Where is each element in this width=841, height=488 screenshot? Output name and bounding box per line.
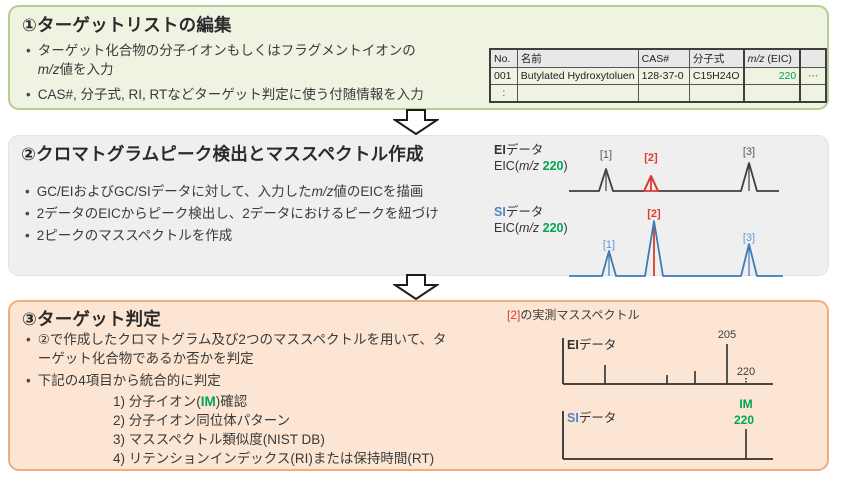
si-chromatogram: [1] [2] [3] xyxy=(569,208,783,277)
bullet-marker: • xyxy=(25,184,30,199)
bullet-item: • 2ピークのマススペクトルを作成 xyxy=(25,226,485,245)
cell-cas xyxy=(637,84,690,102)
measured-spectrum-header: [2]の実測マススペクトル xyxy=(507,308,640,322)
peak-label: [1] xyxy=(603,239,615,251)
ei-chromatogram: [1] [2] [3] xyxy=(569,146,779,192)
cell-name xyxy=(516,84,639,102)
down-arrow-icon xyxy=(393,274,439,300)
step1-box: ①ターゲットリストの編集 • ターゲット化合物の分子イオンもしくはフラグメントイ… xyxy=(8,5,829,110)
cell-no: 001 xyxy=(489,67,518,85)
criteria-item: 2) 分子イオン同位体パターン xyxy=(113,413,291,429)
ei-mass-spectrum: 205 220 xyxy=(562,329,773,385)
si-spectrum-label: SIデータ xyxy=(567,411,617,425)
col-header-name: 名前 xyxy=(516,48,639,68)
step3-box: ③ターゲット判定 • ②で作成したクロマトグラム及び2つのマススペクトルを用いて… xyxy=(8,300,829,471)
bullet-item: • 下記の4項目から統合的に判定 xyxy=(26,371,456,390)
bullet-text: CAS#, 分子式, RI, RTなどターゲット判定に使う付随情報を入力 xyxy=(37,87,424,103)
step2-title: ②クロマトグラムピーク検出とマススペクトル作成 xyxy=(21,144,424,164)
step2-bullets: • GC/EIおよびGC/SIデータに対して、入力したm/z値のEICを描画 •… xyxy=(25,182,485,248)
step1-bullets: • ターゲット化合物の分子イオンもしくはフラグメントイオンのm/z値を入力 • … xyxy=(26,41,426,107)
step2-box: ②クロマトグラムピーク検出とマススペクトル作成 • GC/EIおよびGC/SIデ… xyxy=(8,135,829,277)
cell-name: Butylated Hydroxytoluen xyxy=(516,67,639,85)
ei-chromatogram-label: EIデータ EIC(m/z 220) xyxy=(494,142,568,174)
bullet-marker: • xyxy=(25,228,30,244)
col-header-cas: CAS# xyxy=(637,48,690,68)
si-data-label: SIデータ xyxy=(494,205,544,219)
table-row: 001 Butylated Hydroxytoluen 128-37-0 C15… xyxy=(489,67,827,85)
ei-spectrum-label: EIデータ xyxy=(567,338,617,352)
si-eic-label: EIC(m/z 220) xyxy=(494,221,568,235)
cell-cas: 128-37-0 xyxy=(637,67,690,85)
bullet-item: • CAS#, 分子式, RI, RTなどターゲット判定に使う付随情報を入力 xyxy=(26,85,426,104)
peak-label: [3] xyxy=(743,146,755,158)
bullet-marker: • xyxy=(26,87,31,103)
cell-more: ⋯ xyxy=(799,67,827,85)
cell-formula xyxy=(688,84,745,102)
down-arrow-icon xyxy=(393,109,439,135)
target-list-table: No. 名前 CAS# 分子式 m/z (EIC) 001 Butylated … xyxy=(489,48,827,103)
cell-mz xyxy=(742,84,802,102)
bullet-marker: • xyxy=(26,332,31,347)
criteria-item: 1) 分子イオン(IM)確認 xyxy=(113,394,248,410)
bullet-marker: • xyxy=(26,43,31,58)
bullet-marker: • xyxy=(26,373,31,389)
col-header-no: No. xyxy=(489,48,518,68)
ei-highlight-peak xyxy=(643,175,659,192)
peak-label: [2] xyxy=(647,208,661,220)
step1-title: ①ターゲットリストの編集 xyxy=(22,15,232,35)
table-row: : xyxy=(489,84,827,102)
cell-more xyxy=(799,84,827,102)
si-chromatogram-label: SIデータ EIC(m/z 220) xyxy=(494,204,568,236)
ei-eic-label: EIC(m/z 220) xyxy=(494,159,568,173)
bullet-text: ターゲット化合物の分子イオンもしくはフラグメントイオンのm/z値を入力 xyxy=(37,43,416,78)
si-trace xyxy=(569,220,783,277)
criteria-item: 4) リテンションインデックス(RI)または保持時間(RT) xyxy=(113,451,435,467)
table-header-row: No. 名前 CAS# 分子式 m/z (EIC) xyxy=(489,48,827,68)
col-header-extra xyxy=(799,48,827,68)
col-header-mz: m/z (EIC) xyxy=(742,48,802,68)
col-header-formula: 分子式 xyxy=(688,48,745,68)
mz-label-205: 205 xyxy=(718,329,736,341)
ei-data-label: EIデータ xyxy=(494,143,544,157)
bullet-marker: • xyxy=(25,206,30,222)
si-mass-spectrum: IM 220 xyxy=(562,397,773,460)
cell-mz: 220 xyxy=(742,67,802,85)
peak-label: [2] xyxy=(644,152,658,164)
bullet-item: • 2データのEICからピーク検出し、2データにおけるピークを紐づけ xyxy=(25,204,485,223)
mz-label-220: 220 xyxy=(737,366,755,378)
step3-bullets: • ②で作成したクロマトグラム及び2つのマススペクトルを用いて、ターゲット化合物… xyxy=(26,330,456,469)
bullet-item: • ターゲット化合物の分子イオンもしくはフラグメントイオンのm/z値を入力 xyxy=(26,41,426,79)
bullet-text: ②で作成したクロマトグラム及び2つのマススペクトルを用いて、ターゲット化合物であ… xyxy=(37,332,447,367)
im-annotation: IM xyxy=(739,397,752,411)
bullet-text: 2ピークのマススペクトルを作成 xyxy=(36,228,233,244)
peak-label: [3] xyxy=(743,232,755,244)
bullet-text: 2データのEICからピーク検出し、2データにおけるピークを紐づけ xyxy=(36,206,439,222)
bullet-item: • GC/EIおよびGC/SIデータに対して、入力したm/z値のEICを描画 xyxy=(25,182,485,201)
criteria-list: 1) 分子イオン(IM)確認 2) 分子イオン同位体パターン 3) マススペクト… xyxy=(113,393,456,469)
cell-no: : xyxy=(489,84,518,102)
bullet-text: GC/EIおよびGC/SIデータに対して、入力したm/z値のEICを描画 xyxy=(36,184,424,199)
bullet-item: • ②で作成したクロマトグラム及び2つのマススペクトルを用いて、ターゲット化合物… xyxy=(26,330,456,368)
step3-title: ③ターゲット判定 xyxy=(22,309,161,329)
bullet-text: 下記の4項目から統合的に判定 xyxy=(37,373,221,389)
mz-label-220: 220 xyxy=(734,413,754,427)
peak-label: [1] xyxy=(600,149,612,161)
cell-formula: C15H24O xyxy=(688,67,745,85)
ei-trace xyxy=(569,162,779,192)
criteria-item: 3) マススペクトル類似度(NIST DB) xyxy=(113,432,325,448)
